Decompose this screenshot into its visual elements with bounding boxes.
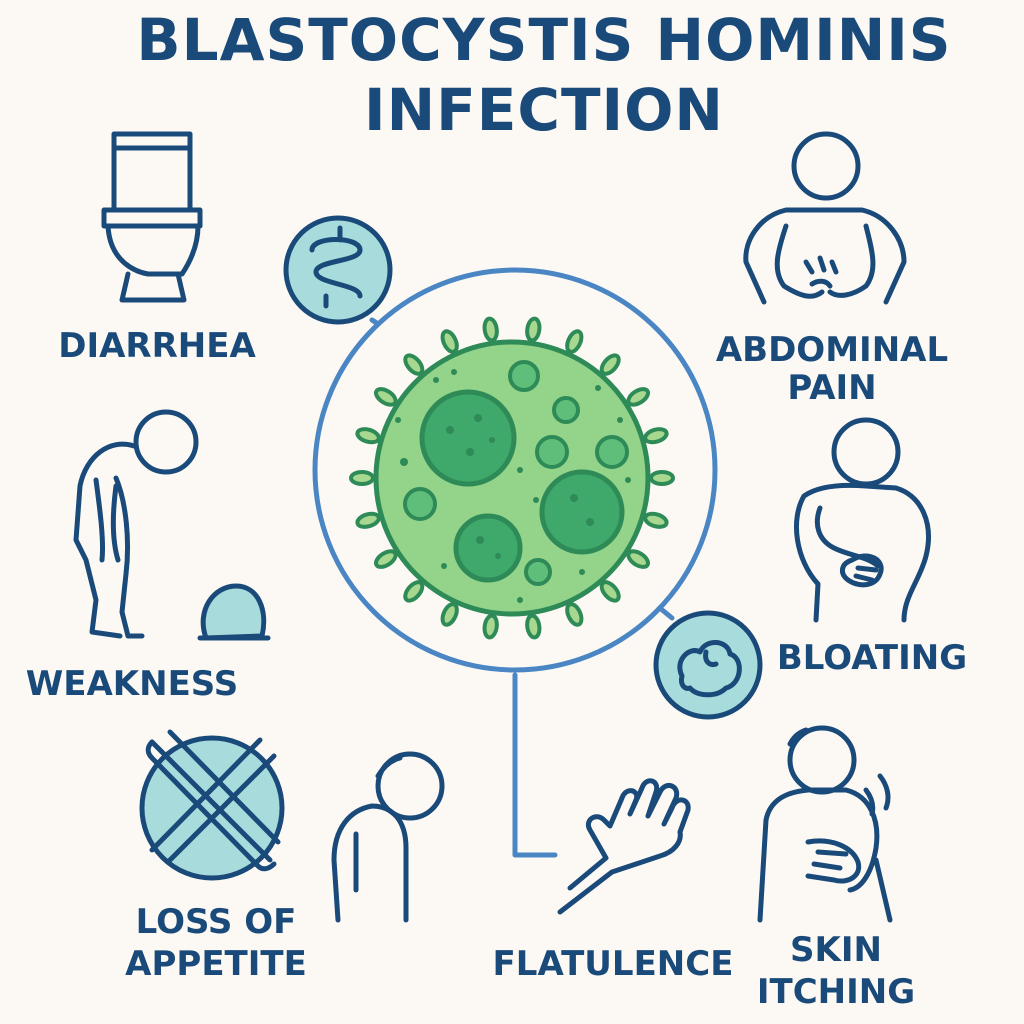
cell-spike	[525, 316, 542, 343]
cell-spike	[403, 580, 425, 603]
label-abdominal-pain-1: ABDOMINAL	[715, 330, 949, 370]
person-tired-icon	[331, 751, 445, 923]
label-loss-of-appetite-2: APPETITE	[125, 944, 307, 984]
cell-spike	[643, 427, 669, 445]
cell-spike	[565, 329, 584, 354]
label-skin-itching-2: ITCHING	[756, 972, 916, 1012]
label-weakness: WEAKNESS	[25, 664, 239, 704]
cell-spike	[440, 602, 459, 627]
cell-spike	[599, 580, 621, 603]
person-itching-icon	[757, 725, 893, 923]
cell-spike	[482, 316, 499, 343]
cell-spike	[626, 549, 651, 569]
cell-spike	[599, 353, 621, 376]
label-diarrhea: DIARRHEA	[58, 326, 256, 366]
cell-spike	[355, 427, 381, 445]
cell-spike	[373, 549, 398, 569]
label-bloating: BLOATING	[776, 638, 968, 678]
cell-spike	[565, 602, 584, 627]
person-abdominal-pain-icon	[743, 131, 907, 305]
toilet-icon	[101, 131, 203, 303]
label-abdominal-pain-2: PAIN	[787, 368, 877, 408]
no-food-icon	[139, 729, 285, 881]
label-skin-itching-1: SKIN	[790, 930, 882, 970]
label-flatulence: FLATULENCE	[492, 944, 734, 984]
person-weakness-icon	[73, 409, 199, 639]
weakness-object-icon	[197, 583, 271, 641]
label-loss-of-appetite-1: LOSS OF	[135, 902, 297, 942]
cell-spike	[649, 470, 675, 486]
cell-spike	[355, 511, 381, 529]
cell-spike	[349, 470, 375, 486]
cell-spike	[403, 353, 425, 376]
hand-icon	[557, 778, 691, 915]
intestine-icon	[283, 215, 393, 325]
microorganism-icon	[349, 316, 675, 640]
cell-spike	[643, 511, 669, 529]
person-bloating-icon	[793, 417, 931, 623]
cell-spike	[373, 387, 398, 407]
cell-spike	[482, 613, 499, 640]
bloating-stomach-icon	[653, 610, 763, 720]
cell-spike	[440, 329, 459, 354]
title-line-1: BLASTOCYSTIS HOMINIS	[136, 6, 952, 74]
cell-spike	[525, 613, 542, 640]
cell-spike	[626, 387, 651, 407]
title-line-2: INFECTION	[364, 76, 724, 144]
